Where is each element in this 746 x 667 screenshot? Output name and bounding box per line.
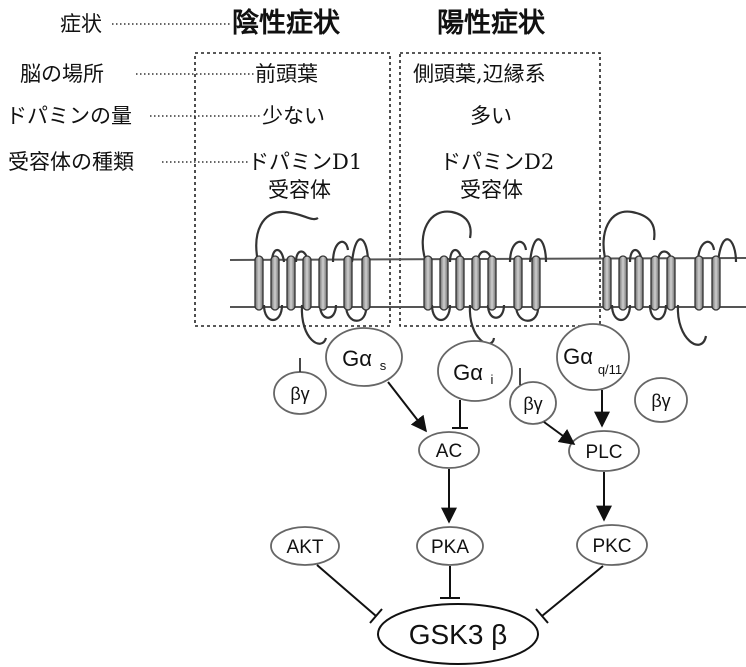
beta-gamma-label-2: βγ: [523, 394, 542, 414]
inhibit-akt-to-gsk3b: [317, 565, 376, 616]
inhibit-pkc-to-gsk3b: [542, 566, 603, 616]
g-alpha-q-subscript: q/11: [598, 362, 622, 377]
akt-label: AKT: [287, 537, 324, 558]
pkc-label: PKC: [592, 536, 631, 557]
arrow-bg-to-plc: [544, 422, 574, 444]
g-alpha-q-label: Gα: [563, 344, 593, 369]
beta-gamma-label-3: βγ: [651, 391, 670, 411]
leader-lines: [112, 24, 260, 162]
gsk3b-label: GSK3 β: [409, 619, 508, 650]
g-alpha-s-subscript: s: [380, 358, 387, 373]
arrow-gs-to-ac: [388, 382, 426, 431]
pathway-arrows: [317, 382, 604, 623]
plc-label: PLC: [586, 442, 623, 463]
pka-label: PKA: [431, 537, 469, 558]
beta-gamma-label-1: βγ: [290, 384, 309, 404]
ac-label: AC: [436, 441, 462, 462]
g-alpha-i-subscript: i: [491, 372, 494, 387]
g-alpha-i-label: Gα: [453, 360, 483, 385]
g-alpha-s-label: Gα: [342, 346, 372, 371]
transmembrane-helices: [255, 256, 720, 310]
